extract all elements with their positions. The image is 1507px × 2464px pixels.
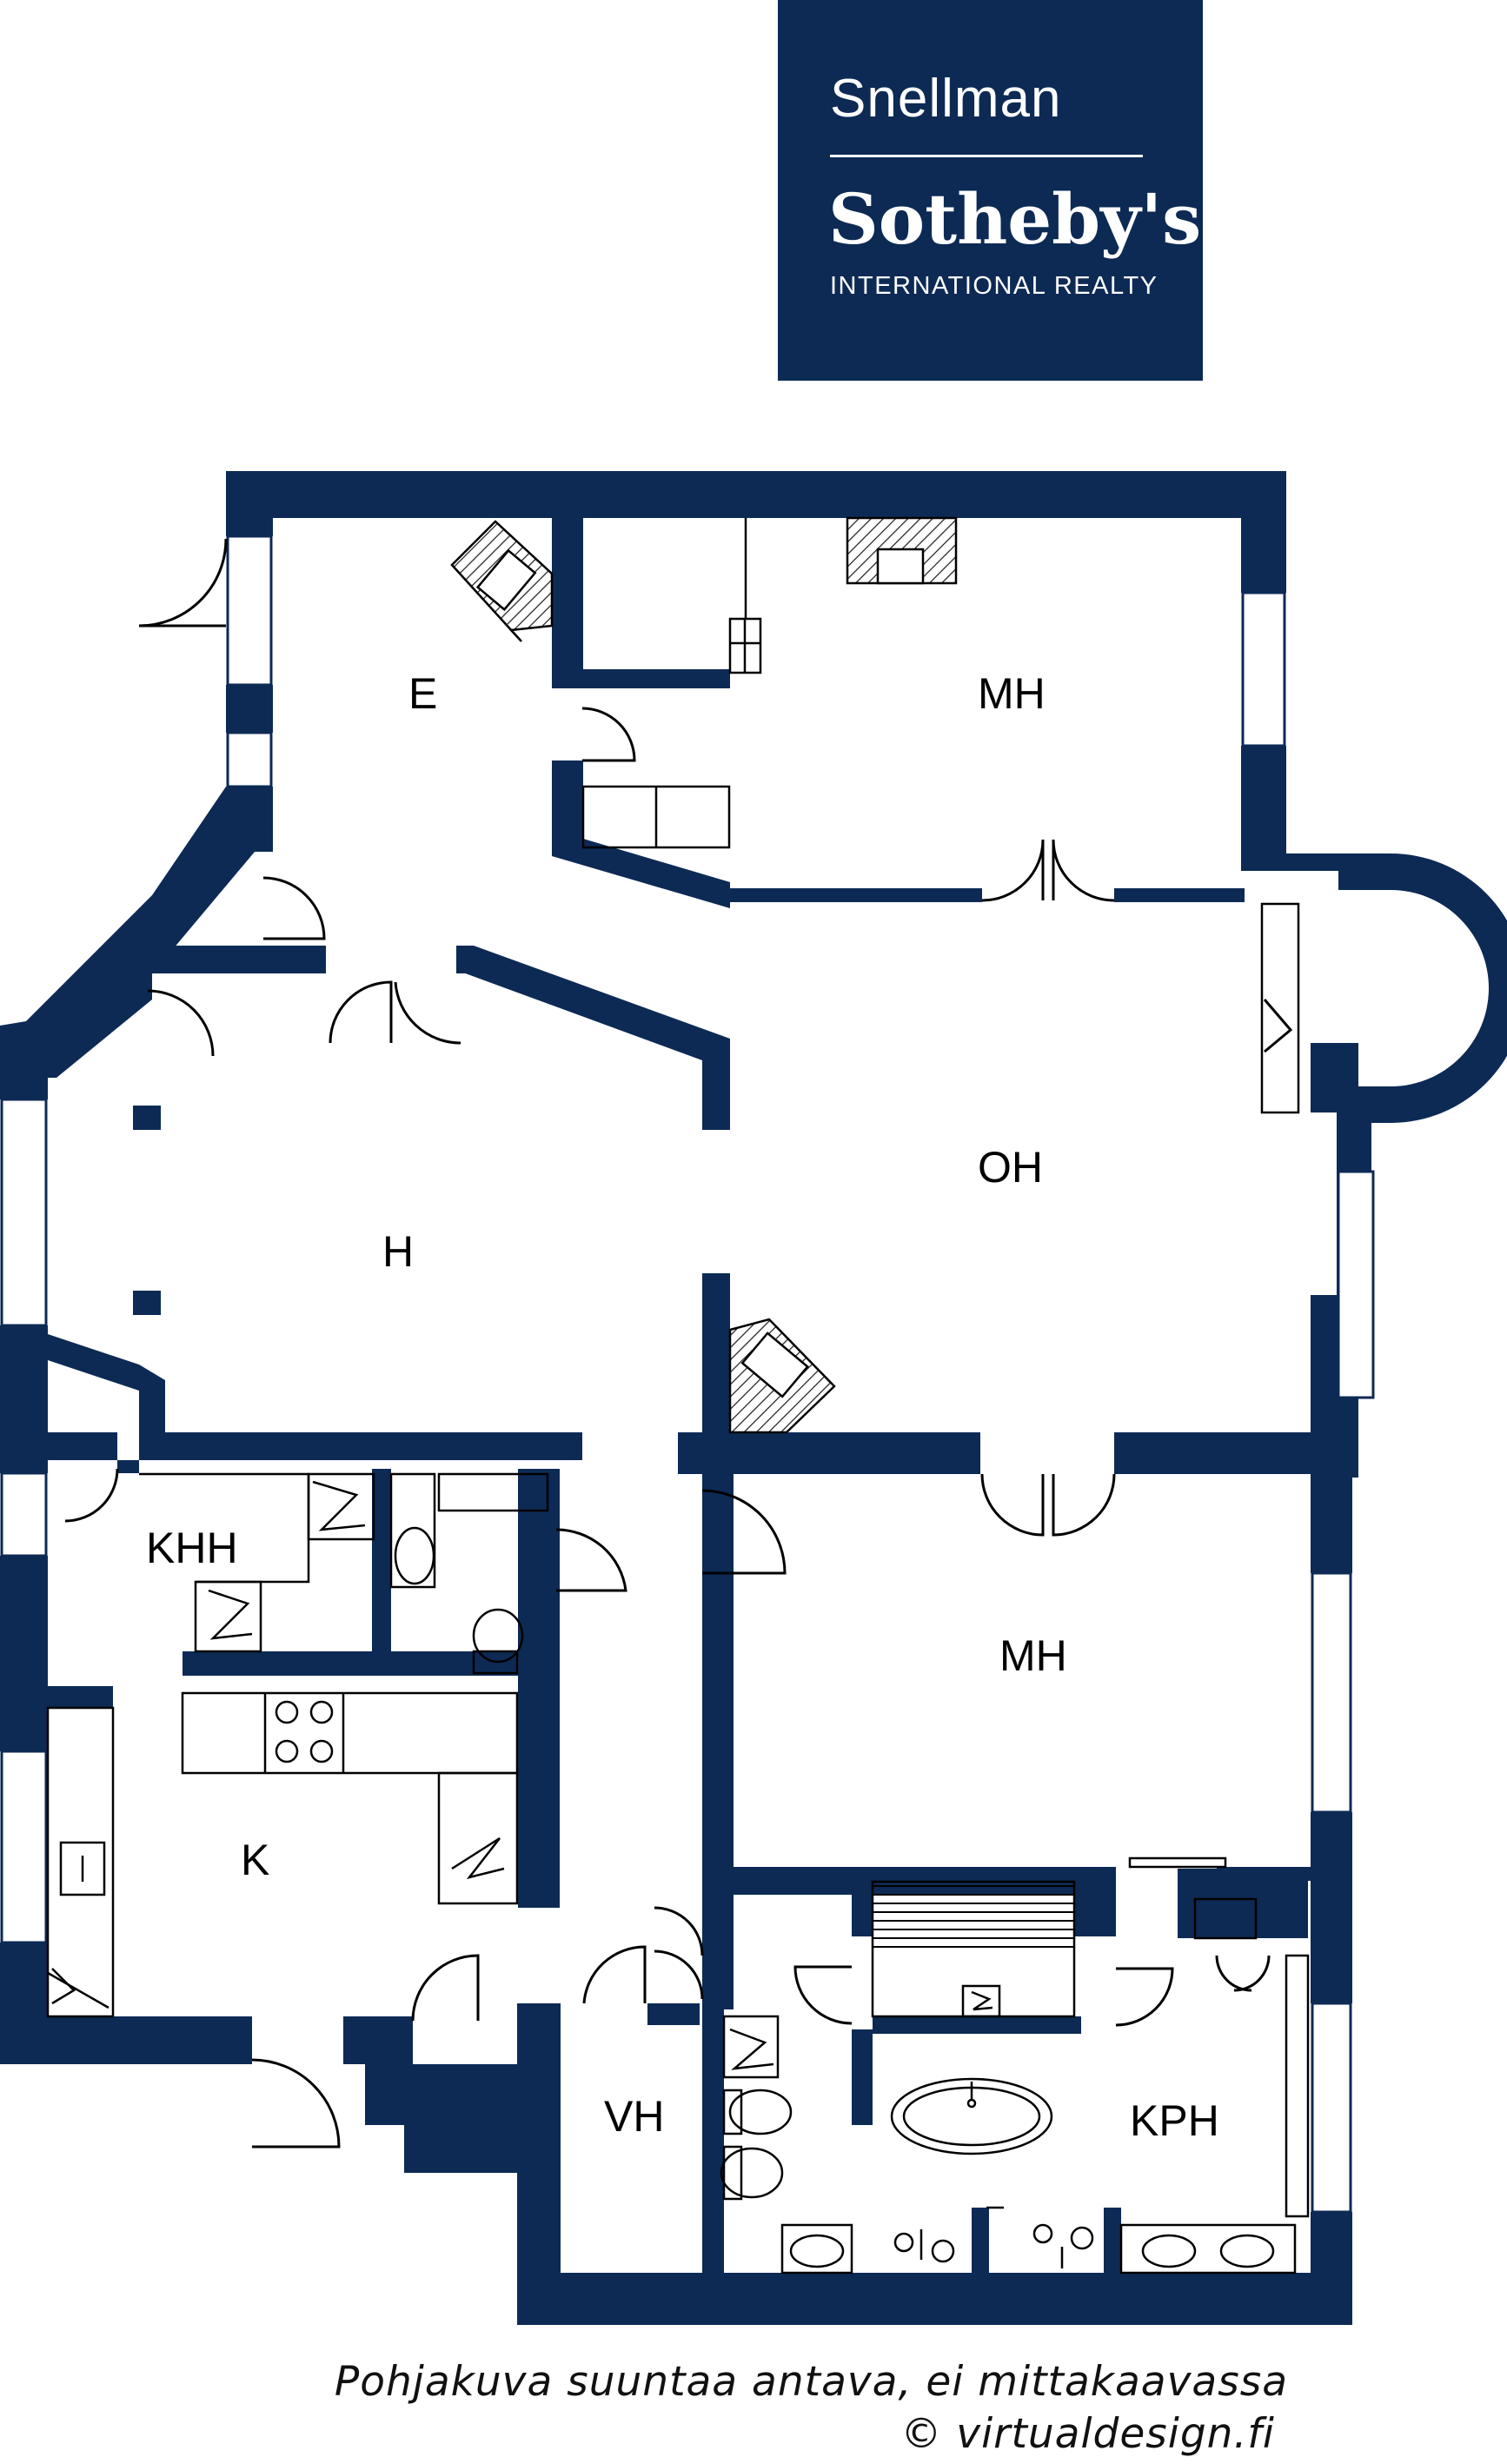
room-label-kph: KPH (1130, 2096, 1219, 2145)
room-label-mh-bottom: MH (999, 1631, 1067, 1680)
brand-logo: Snellman Sotheby's INTERNATIONAL REALTY (778, 0, 1203, 381)
doors (64, 538, 1293, 2149)
caption-copyright: © virtualdesign.fi (900, 2410, 1275, 2458)
fixtures (46, 516, 1310, 2275)
room-label-vh: VH (604, 2092, 664, 2141)
room-label-oh: OH (978, 1143, 1043, 1192)
logo-divider (830, 155, 1143, 157)
room-label-khh: KHH (146, 1524, 238, 1572)
logo-brand-sub: INTERNATIONAL REALTY (830, 272, 1158, 300)
room-labels: E MH OH H KHH MH K VH KPH (146, 669, 1219, 2145)
logo-brand-top: Snellman (830, 69, 1062, 129)
windows (0, 535, 1375, 2214)
room-label-mh-top: MH (978, 669, 1046, 718)
room-label-h: H (382, 1227, 414, 1276)
room-label-e: E (408, 669, 437, 718)
room-label-k: K (241, 1836, 269, 1884)
caption-disclaimer: Pohjakuva suuntaa antava, ei mittakaavas… (334, 2358, 1288, 2406)
walls (0, 471, 1507, 2325)
logo-brand-main: Sotheby's (828, 178, 1202, 260)
